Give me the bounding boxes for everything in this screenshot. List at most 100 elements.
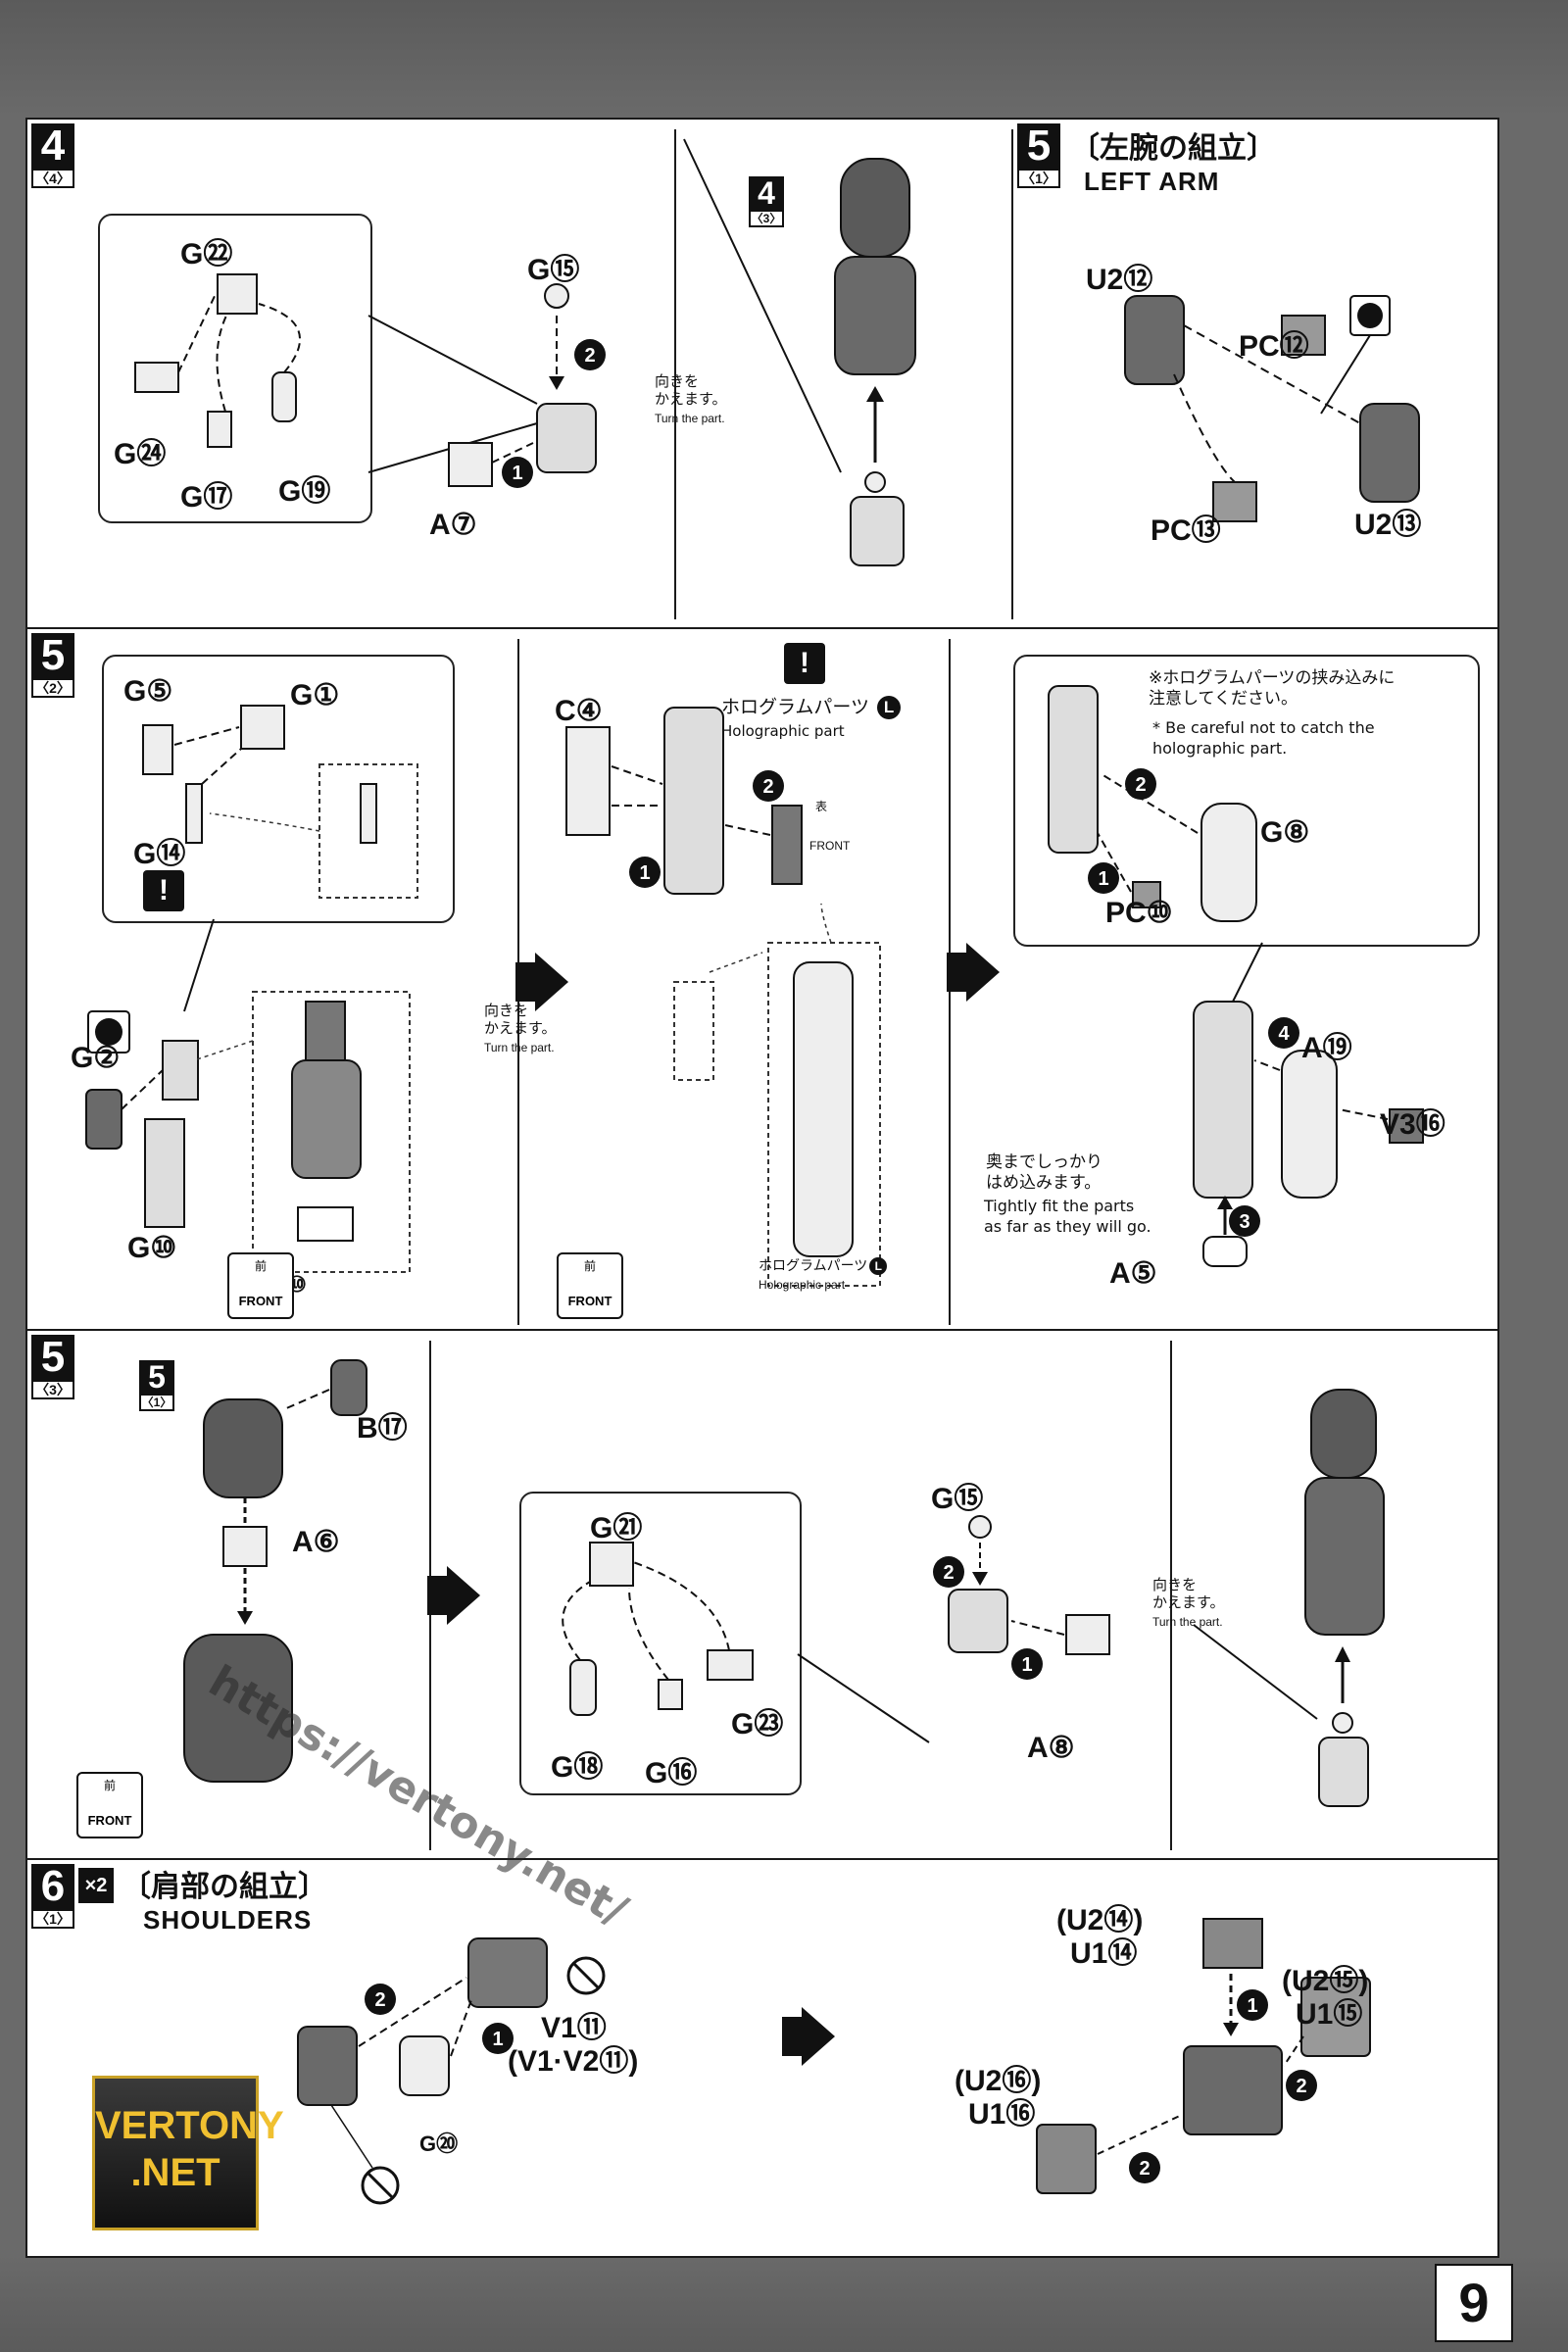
part-label-g16: G⑯ [645,1757,698,1789]
part-label-u2-15: (U2⑮) [1282,1965,1369,1997]
part-label-a8: A⑧ [1027,1732,1075,1764]
part-label-b17: B⑰ [357,1412,408,1445]
step-sub: 〈2〉 [31,678,74,698]
part-label-g1: G① [290,679,340,711]
front-jp: 前 [583,1259,596,1273]
part-label-g5: G⑤ [123,675,173,708]
fit-note-jp: 奥までしっかり はめ込みます。 [986,1152,1102,1193]
elbow-detail-inset: G⑤ G① G⑭ ! [102,655,455,923]
row-step5-2: 5 〈2〉 G⑤ G① G⑭ ! [27,629,1497,1331]
caution-jp: ※ホログラムパーツの挟み込みに 注意してください。 [1149,668,1396,709]
turn-note-en: Turn the part. [1152,1615,1223,1629]
next-step-arrow-head [535,953,568,1011]
front-en: FRONT [238,1294,283,1308]
svg-text:2: 2 [762,776,773,798]
front-en: FRONT [87,1813,132,1828]
step-sub: 〈1〉 [31,1909,74,1929]
ref-step-sub: 〈3〉 [749,210,784,227]
turn-note-jp: 向きを かえます。 [484,1002,557,1037]
turn-note-en: Turn the part. [484,1041,555,1054]
part-label-g15: G⑮ [931,1483,984,1515]
ref-step-number: 4 [749,176,784,210]
svg-text:2: 2 [1139,2158,1150,2180]
turn-note-jp: 向きを かえます。 [1152,1576,1225,1611]
part-label-u1-14: U1⑭ [1070,1937,1138,1970]
holo-part-title: ホログラムパーツ L [721,696,902,719]
part-label-g17: G⑰ [180,481,233,514]
forearm-holo-diagram: 1 2 [565,707,881,1287]
section-title-en: SHOULDERS [143,1905,313,1935]
front-en-label: FRONT [809,839,851,853]
step-5-1-marker: 5 〈1〉 [1017,123,1060,188]
turn-note-en: Turn the part. [655,412,725,425]
part-label-g18: G⑱ [551,1751,604,1784]
svg-text:1: 1 [639,862,650,884]
step-number: 5 [1017,123,1060,169]
face-jp: 表 [815,800,828,813]
part-label-v1-v2-11: (V1·V2⑪) [508,2045,639,2078]
elbow-cover-diagram: 2 1 [1048,685,1257,922]
ref-step-5-1: 5 〈1〉 [139,1360,174,1411]
next-step-arrow [782,2017,802,2056]
right-hand-assembly-diagram: 2 1 [797,1515,1110,1743]
instruction-sheet: 4 〈4〉 G㉒ G㉔ G⑰ G⑲ [25,118,1499,2258]
next-step-arrow-head [802,2007,835,2066]
arm-hand-attach-diagram [683,138,916,566]
step-5-2-marker: 5 〈2〉 [31,633,74,698]
vertony-logo: VERTONY .NET [92,2076,284,2230]
row-step5-3: 5 〈3〉 5 〈1〉 B⑰ A⑥ 前 FRONT [27,1331,1497,1860]
divider [1011,129,1013,619]
section-title-jp: 〔左腕の組立〕 [1070,131,1276,166]
row-step4-step5-1: 4 〈4〉 G㉒ G㉔ G⑰ G⑲ [27,120,1497,629]
part-label-g24: G㉔ [114,438,167,470]
hand-parts-diagram [134,273,301,448]
logo-line-1: VERTONY [95,2104,284,2147]
next-step-arrow-head [966,943,1000,1002]
next-step-arrow [515,962,535,1002]
row-step6-1: 6 〈1〉 ×2 〔肩部の組立〕 SHOULDERS 2 1 V1⑪ (V1·V… [27,1860,1497,2256]
next-step-arrow [947,953,966,992]
part-label-u2-16: (U2⑯) [955,2065,1042,2097]
hand-assembly-inset: G㉒ G㉔ G⑰ G⑲ [98,214,372,523]
front-jp: 前 [254,1259,267,1273]
section-title-jp: 〔肩部の組立〕 [122,1870,327,1904]
part-label-u1-16: U1⑯ [968,2098,1036,2131]
svg-text:2: 2 [943,1562,954,1584]
section-title-en: LEFT ARM [1084,167,1220,196]
forearm-final-diagram: 4 3 [1193,942,1424,1267]
svg-text:4: 4 [1278,1023,1290,1045]
holo-jp: ホログラムパーツ [721,696,870,718]
elbow-frame-diagram [85,918,411,1273]
step-5-3-marker: 5 〈3〉 [31,1335,74,1399]
divider [674,129,676,619]
ref-step-number: 5 [139,1360,174,1394]
part-label-g20: G⑳ [419,2132,459,2156]
upper-arm-join-diagram [183,1359,368,1783]
svg-text:1: 1 [1247,1995,1257,2017]
part-label-g14: G⑭ [133,838,186,870]
part-label-a5: A⑤ [1109,1257,1157,1290]
next-step-arrow-head [447,1566,480,1625]
part-label-g19: G⑲ [278,475,331,508]
divider [1170,1341,1172,1850]
part-label-a7: A⑦ [429,509,477,541]
holo-en: Holographic part [759,1278,846,1292]
svg-text:2: 2 [374,1989,385,2011]
step-sub: 〈1〉 [1017,169,1060,188]
turn-note-jp: 向きを かえます。 [655,372,727,408]
part-label-u1-15: U1⑮ [1296,1998,1363,2031]
part-label-u2-13: U2⑬ [1354,509,1422,541]
part-label-u2-12: U2⑫ [1086,264,1153,296]
right-hand-parts-diagram [562,1542,754,1716]
elbow-parts-diagram [142,705,418,899]
ref-step-sub: 〈1〉 [139,1394,174,1411]
part-label-pc13: PC⑬ [1151,514,1221,547]
step-number: 6 [31,1864,74,1909]
svg-text:1: 1 [1021,1654,1032,1676]
holo-letter: L [877,696,902,719]
svg-text:2: 2 [584,345,595,367]
front-jp: 前 [103,1779,116,1792]
svg-text:2: 2 [1296,2076,1306,2097]
